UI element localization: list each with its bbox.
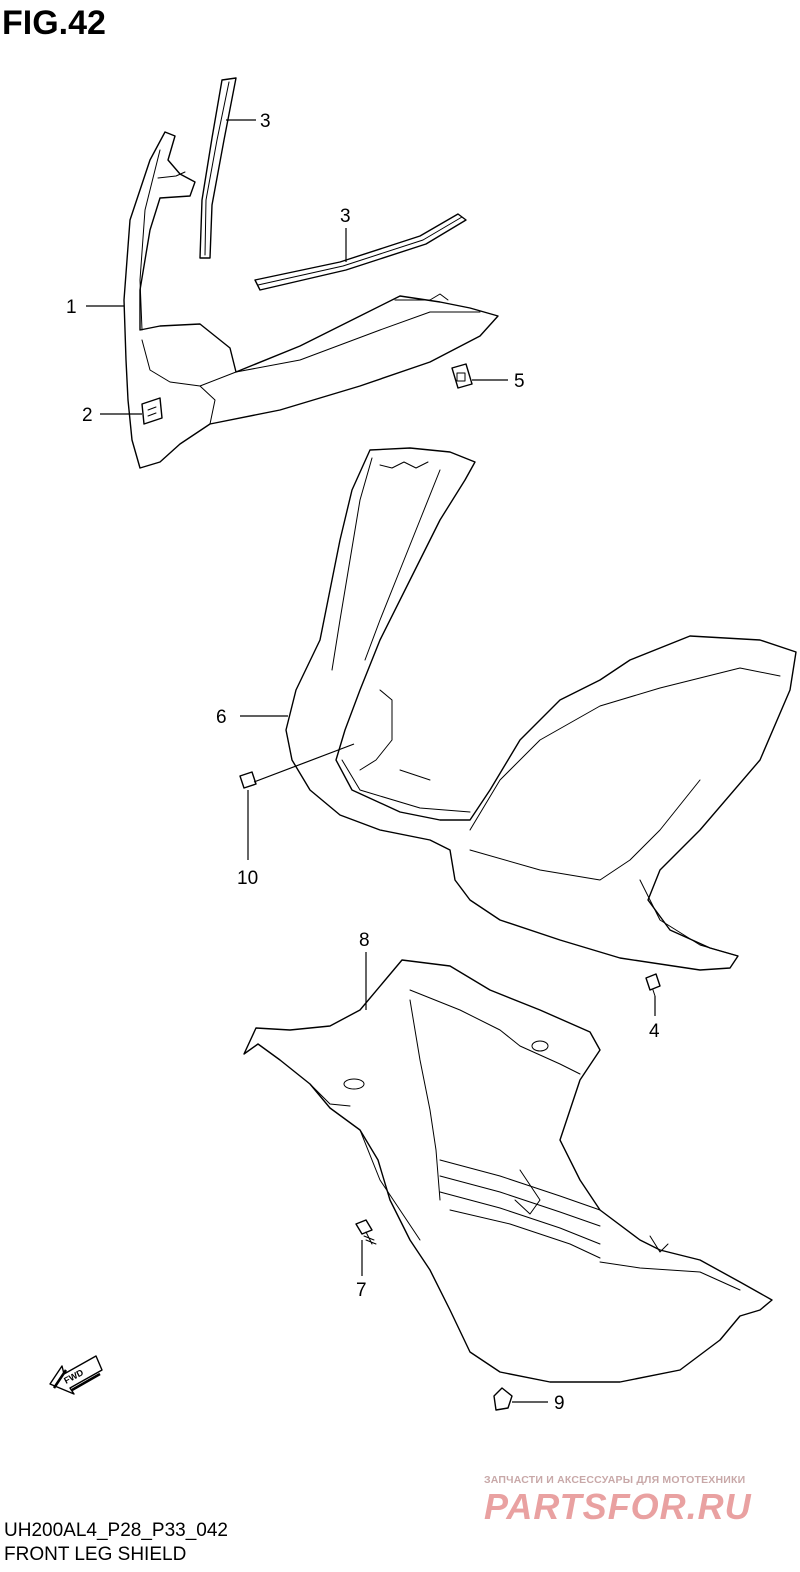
part-1-leg-shield-upper (123, 131, 499, 469)
part-5-clip-nut (451, 363, 473, 389)
callout-10: 10 (237, 868, 258, 889)
part-2-emblem (141, 397, 163, 425)
part-10-grommet (239, 771, 257, 789)
part-9-clip (493, 1387, 513, 1411)
callout-6: 6 (216, 707, 227, 728)
callout-4: 4 (649, 1021, 660, 1042)
watermark-tagline: ЗАПЧАСТИ И АКСЕССУАРЫ ДЛЯ МОТОТЕХНИКИ (484, 1474, 746, 1486)
part-3-trim-strip-vertical (199, 77, 237, 259)
callout-9: 9 (554, 1393, 565, 1414)
callout-1: 1 (66, 297, 77, 318)
callout-2: 2 (82, 405, 93, 426)
watermark-logo: PARTSFOR.RU (484, 1486, 752, 1527)
callout-5: 5 (514, 371, 525, 392)
figure-code: UH200AL4_P28_P33_042 (4, 1520, 228, 1541)
leader-lines (86, 119, 656, 1403)
callout-3-lower: 3 (340, 206, 351, 227)
figure-title: FIG.42 (2, 4, 106, 42)
part-6-inner-leg-shield (285, 447, 797, 971)
part-4-screw (645, 973, 661, 997)
figure-name: FRONT LEG SHIELD (4, 1544, 187, 1565)
callout-7: 7 (356, 1280, 367, 1301)
part-7-screw (355, 1219, 377, 1245)
fwd-arrow-icon: FWD (49, 1355, 103, 1395)
callout-8: 8 (359, 930, 370, 951)
part-3-trim-strip-horizontal (254, 213, 467, 291)
callout-3-upper: 3 (260, 111, 271, 132)
part-8-lower-leg-shield (243, 959, 773, 1383)
